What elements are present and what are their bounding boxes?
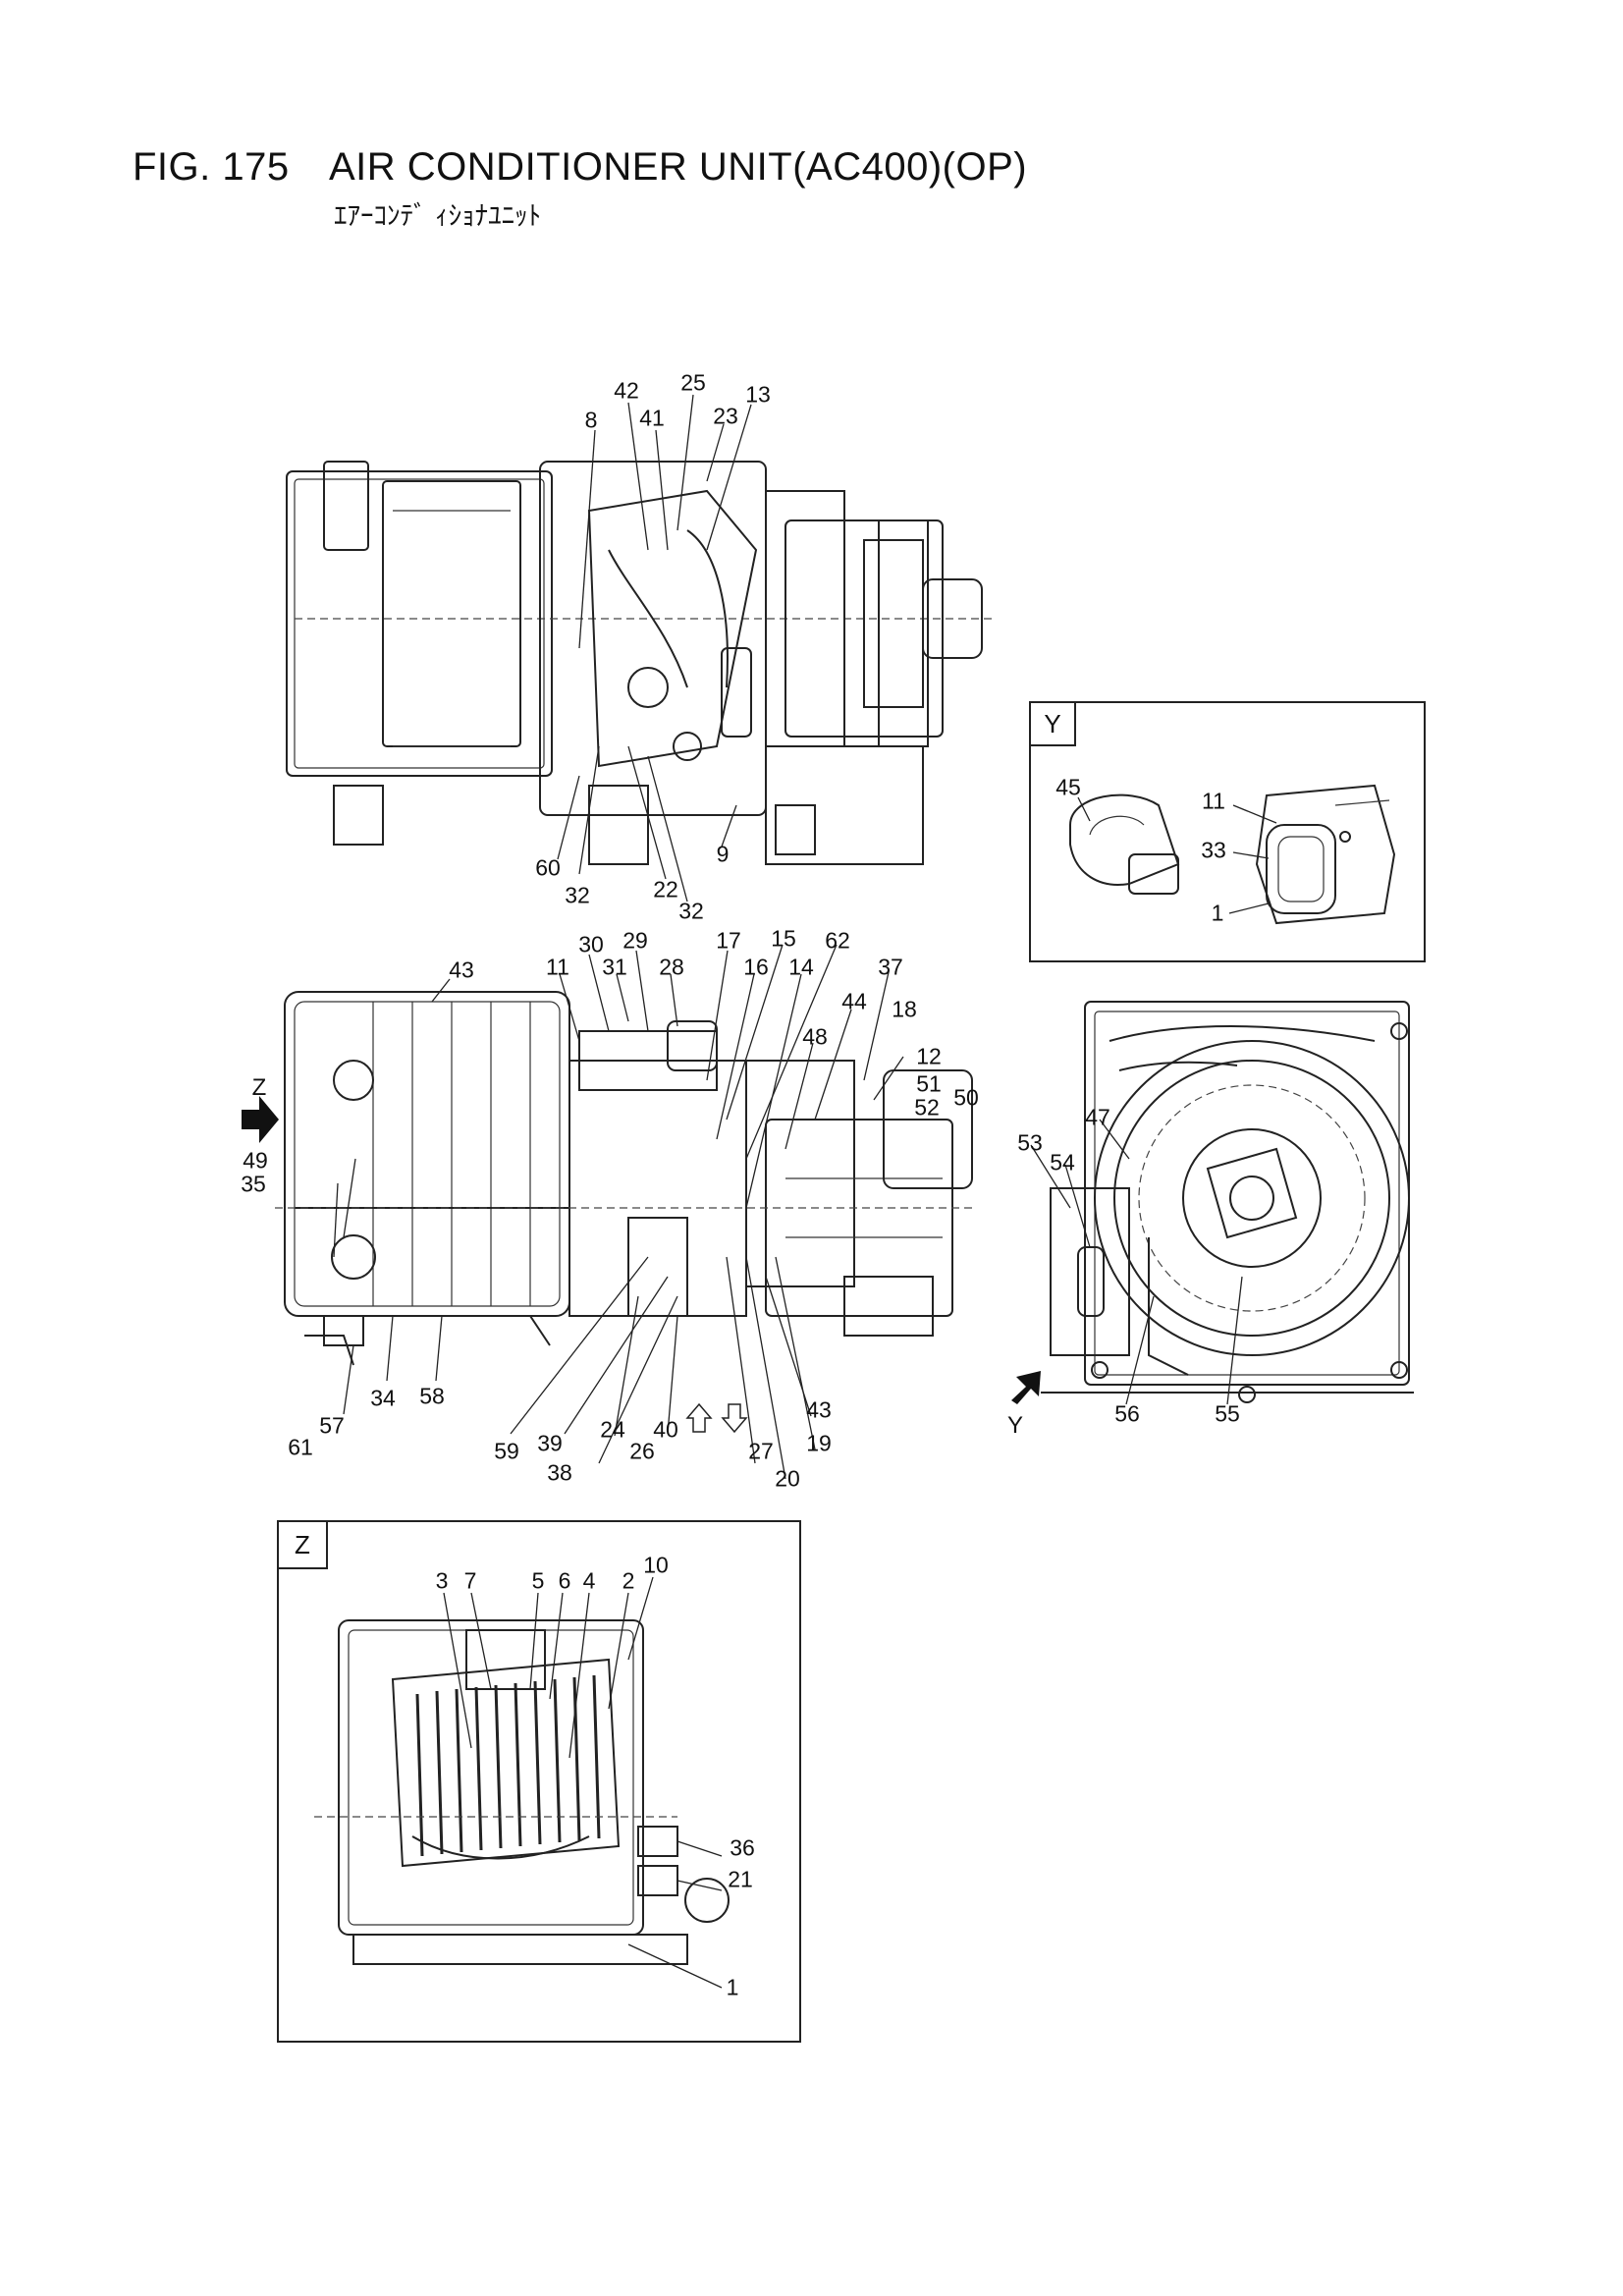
callout-number: 8 [584, 407, 598, 433]
callout-number: 37 [878, 954, 903, 980]
figure-title: FIG. 175 AIR CONDITIONER UNIT(AC400)(OP) [133, 145, 1027, 190]
inset-y-leaders [1077, 796, 1277, 914]
side-view-drawing [1041, 1001, 1414, 1403]
callout-number: 43 [449, 957, 474, 983]
inset-y-tag: Y [1031, 703, 1076, 746]
z-view-label: Z [251, 1074, 267, 1101]
callout-number: 36 [730, 1834, 755, 1861]
callout-number: 1 [726, 1974, 739, 2000]
side-view-leaders [1030, 1119, 1243, 1405]
callout-number: 13 [745, 381, 771, 408]
callout-number: 29 [622, 927, 648, 954]
top-view-leaders [557, 394, 752, 902]
callout-number: 33 [1201, 837, 1226, 863]
callout-number: 50 [953, 1084, 979, 1111]
callout-number: 16 [743, 954, 769, 980]
inset-z-leaders [443, 1576, 723, 1989]
callout-number: 31 [602, 954, 627, 980]
callout-number: 49 [243, 1147, 268, 1174]
inset-y-drawing [1069, 784, 1396, 925]
inset-z-tag: Z [279, 1522, 328, 1569]
callout-number: 7 [463, 1567, 477, 1594]
callout-number: 19 [806, 1430, 832, 1456]
callout-number: 17 [716, 927, 741, 954]
callout-number: 3 [435, 1567, 449, 1594]
callout-number: 10 [643, 1552, 669, 1578]
callout-number: 25 [680, 369, 706, 396]
top-view-drawing [286, 461, 992, 865]
callout-number: 23 [713, 403, 738, 429]
callout-number: 60 [535, 854, 561, 881]
callout-number: 4 [582, 1567, 596, 1594]
figure-number: FIG. 175 [133, 145, 290, 189]
callout-number: 26 [629, 1438, 655, 1464]
callout-number: 61 [288, 1434, 313, 1460]
callout-number: 32 [678, 898, 704, 924]
callout-number: 22 [653, 876, 678, 902]
callout-number: 45 [1055, 774, 1081, 800]
callout-number: 28 [659, 954, 684, 980]
callout-number: 41 [639, 405, 665, 431]
callout-number: 55 [1215, 1400, 1240, 1427]
callout-number: 27 [748, 1438, 774, 1464]
callout-number: 38 [547, 1459, 572, 1486]
callout-number: 34 [370, 1385, 396, 1411]
callout-number: 30 [578, 931, 604, 957]
callout-number: 6 [558, 1567, 571, 1594]
callout-number: 11 [546, 954, 569, 980]
callout-number: 58 [419, 1383, 445, 1409]
callout-number: 14 [788, 954, 814, 980]
callout-number: 57 [319, 1412, 345, 1439]
callout-number: 11 [1202, 788, 1225, 814]
callout-number: 32 [565, 882, 590, 908]
callout-number: 2 [622, 1567, 635, 1594]
front-view-drawing [275, 991, 973, 1366]
callout-number: 44 [841, 988, 867, 1014]
up-arrow-icon [685, 1402, 713, 1433]
callout-number: 43 [806, 1396, 832, 1423]
callout-number: 62 [825, 927, 850, 954]
callout-number: 12 [916, 1043, 942, 1069]
y-view-label: Y [1006, 1412, 1024, 1439]
callout-number: 39 [537, 1430, 563, 1456]
callout-number: 53 [1017, 1129, 1043, 1156]
callout-number: 21 [728, 1866, 753, 1892]
callout-number: 42 [614, 377, 639, 404]
callout-number: 5 [531, 1567, 545, 1594]
callout-number: 47 [1085, 1104, 1110, 1130]
figure-title-text: AIR CONDITIONER UNIT(AC400)(OP) [329, 145, 1028, 189]
callout-number: 1 [1211, 900, 1224, 926]
front-view-leaders [333, 944, 904, 1480]
figure-subtitle: ｴｱｰｺﾝﾃﾞ ｨｼｮﾅﾕﾆｯﾄ [334, 201, 542, 232]
inset-z-frame: Z [277, 1520, 801, 2043]
callout-number: 51 [916, 1070, 942, 1097]
callout-number: 59 [494, 1438, 519, 1464]
callout-number: 40 [653, 1416, 678, 1443]
down-arrow-icon [721, 1403, 748, 1434]
callout-number: 9 [716, 841, 730, 867]
callout-number: 56 [1114, 1400, 1140, 1427]
callout-number: 15 [771, 925, 796, 952]
z-view-arrow-icon [242, 1096, 279, 1143]
inset-y-frame: Y [1029, 701, 1426, 962]
callout-number: 20 [775, 1465, 800, 1492]
y-view-arrow-icon [1011, 1371, 1041, 1404]
callout-number: 18 [892, 996, 917, 1022]
callout-number: 54 [1050, 1149, 1075, 1175]
callout-number: 24 [600, 1416, 625, 1443]
callout-number: 35 [241, 1171, 266, 1197]
callout-number: 48 [802, 1023, 828, 1050]
callout-number: 52 [914, 1094, 940, 1121]
